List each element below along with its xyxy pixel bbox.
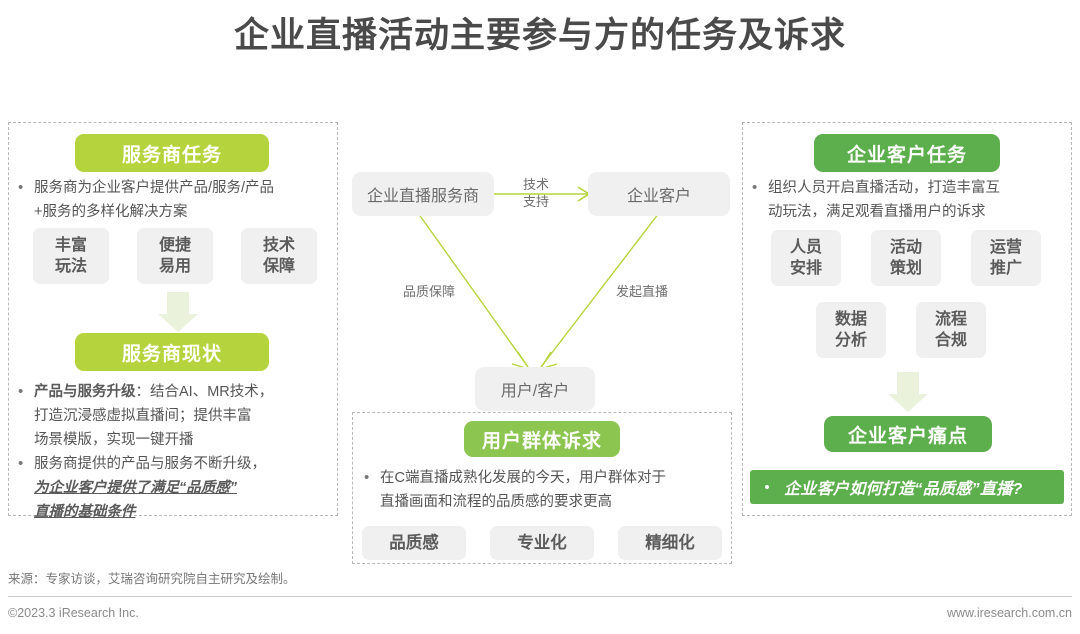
- footer-divider: [8, 596, 1072, 597]
- chip-zhuanyehua: 专业化: [490, 526, 594, 560]
- chip-fengfu-wanfa: 丰富玩法: [33, 228, 109, 284]
- chip-huodong-cehua: 活动策划: [871, 230, 941, 286]
- left-bullet2-line2: 打造沉浸感虚拟直播间；提供丰富: [34, 408, 252, 424]
- left-bullet1-line2: +服务的多样化解决方案: [34, 204, 188, 220]
- copyright: ©2023.3 iResearch Inc.: [8, 606, 139, 620]
- flow-label-tech-support: 技术 支持: [522, 177, 549, 209]
- chip-jingxihua: 精细化: [618, 526, 722, 560]
- center-panel-header: 用户群体诉求: [464, 421, 620, 457]
- chip-yunying-tuiguang: 运营推广: [971, 230, 1041, 286]
- flow-label-quality: 品质保障: [402, 284, 455, 299]
- flow-node-provider: 企业直播服务商: [352, 172, 494, 216]
- flow-node-client: 企业客户: [588, 172, 730, 216]
- chip-liucheng-hegui: 流程合规: [916, 302, 986, 358]
- center-bullet-line2: 直播画面和流程的品质感的要求更高: [380, 494, 612, 510]
- bullet-icon: •: [18, 383, 24, 400]
- left-panel-header-2: 服务商现状: [75, 333, 269, 371]
- bullet-icon: •: [764, 478, 770, 496]
- center-bullet-line1: 在C端直播成熟化发展的今天，用户群体对于: [380, 470, 666, 486]
- chip-bianjie-yiyong: 便捷易用: [137, 228, 213, 284]
- pain-point-statement: • 企业客户如何打造“品质感”直播?: [750, 470, 1064, 504]
- left-bullet3-line1: 服务商提供的产品与服务不断升级，: [34, 456, 266, 472]
- left-bullet3-em1: 为企业客户提供了满足“品质感”: [34, 480, 237, 496]
- bullet-icon: •: [18, 179, 24, 196]
- right-panel-header: 企业客户任务: [814, 134, 1000, 172]
- page-title: 企业直播活动主要参与方的任务及诉求: [233, 16, 846, 55]
- center-panel-bullet: • 在C端直播成熟化发展的今天，用户群体对于 直播画面和流程的品质感的要求更高: [364, 466, 722, 514]
- down-arrow-icon-left: [150, 292, 206, 332]
- pain-point-text: 企业客户如何打造“品质感”直播?: [784, 481, 1023, 498]
- source-note: 来源：专家访谈，艾瑞咨询研究院自主研究及绘制。: [8, 572, 296, 586]
- right-panel-header-2: 企业客户痛点: [824, 416, 992, 452]
- website-url: www.iresearch.com.cn: [946, 606, 1072, 620]
- left-bullet2-line3: 场景模版，实现一键开播: [34, 432, 194, 448]
- chip-jishu-baozhang: 技术保障: [241, 228, 317, 284]
- right-bullet-line2: 动玩法，满足观看直播用户的诉求: [768, 204, 986, 220]
- left-panel-header: 服务商任务: [75, 134, 269, 172]
- bullet-icon: •: [364, 469, 370, 486]
- left-bullet2-lead: 产品与服务升级: [34, 384, 136, 400]
- right-bullet-line1: 组织人员开启直播活动，打造丰富互: [768, 180, 1000, 196]
- chip-renyuan-anpai: 人员安排: [771, 230, 841, 286]
- left-bullet1-line1: 服务商为企业客户提供产品/服务/产品: [34, 180, 275, 196]
- left-panel-bullet-1: • 服务商为企业客户提供产品/服务/产品 +服务的多样化解决方案: [18, 176, 324, 224]
- bullet-icon: •: [752, 179, 758, 196]
- right-panel-bullet: • 组织人员开启直播活动，打造丰富互 动玩法，满足观看直播用户的诉求: [752, 176, 1064, 224]
- bullet-icon: •: [18, 455, 24, 472]
- flow-node-user: 用户/客户: [475, 367, 595, 411]
- left-bullet3-em2: 直播的基础条件: [34, 504, 136, 520]
- chip-shuju-fenxi: 数据分析: [816, 302, 886, 358]
- chip-pinzhigan: 品质感: [362, 526, 466, 560]
- left-panel-bullet-2: • 产品与服务升级：结合AI、MR技术， 打造沉浸感虚拟直播间；提供丰富 场景模…: [18, 380, 326, 524]
- down-arrow-icon-right: [880, 372, 936, 412]
- flow-label-launch-live: 发起直播: [615, 284, 668, 299]
